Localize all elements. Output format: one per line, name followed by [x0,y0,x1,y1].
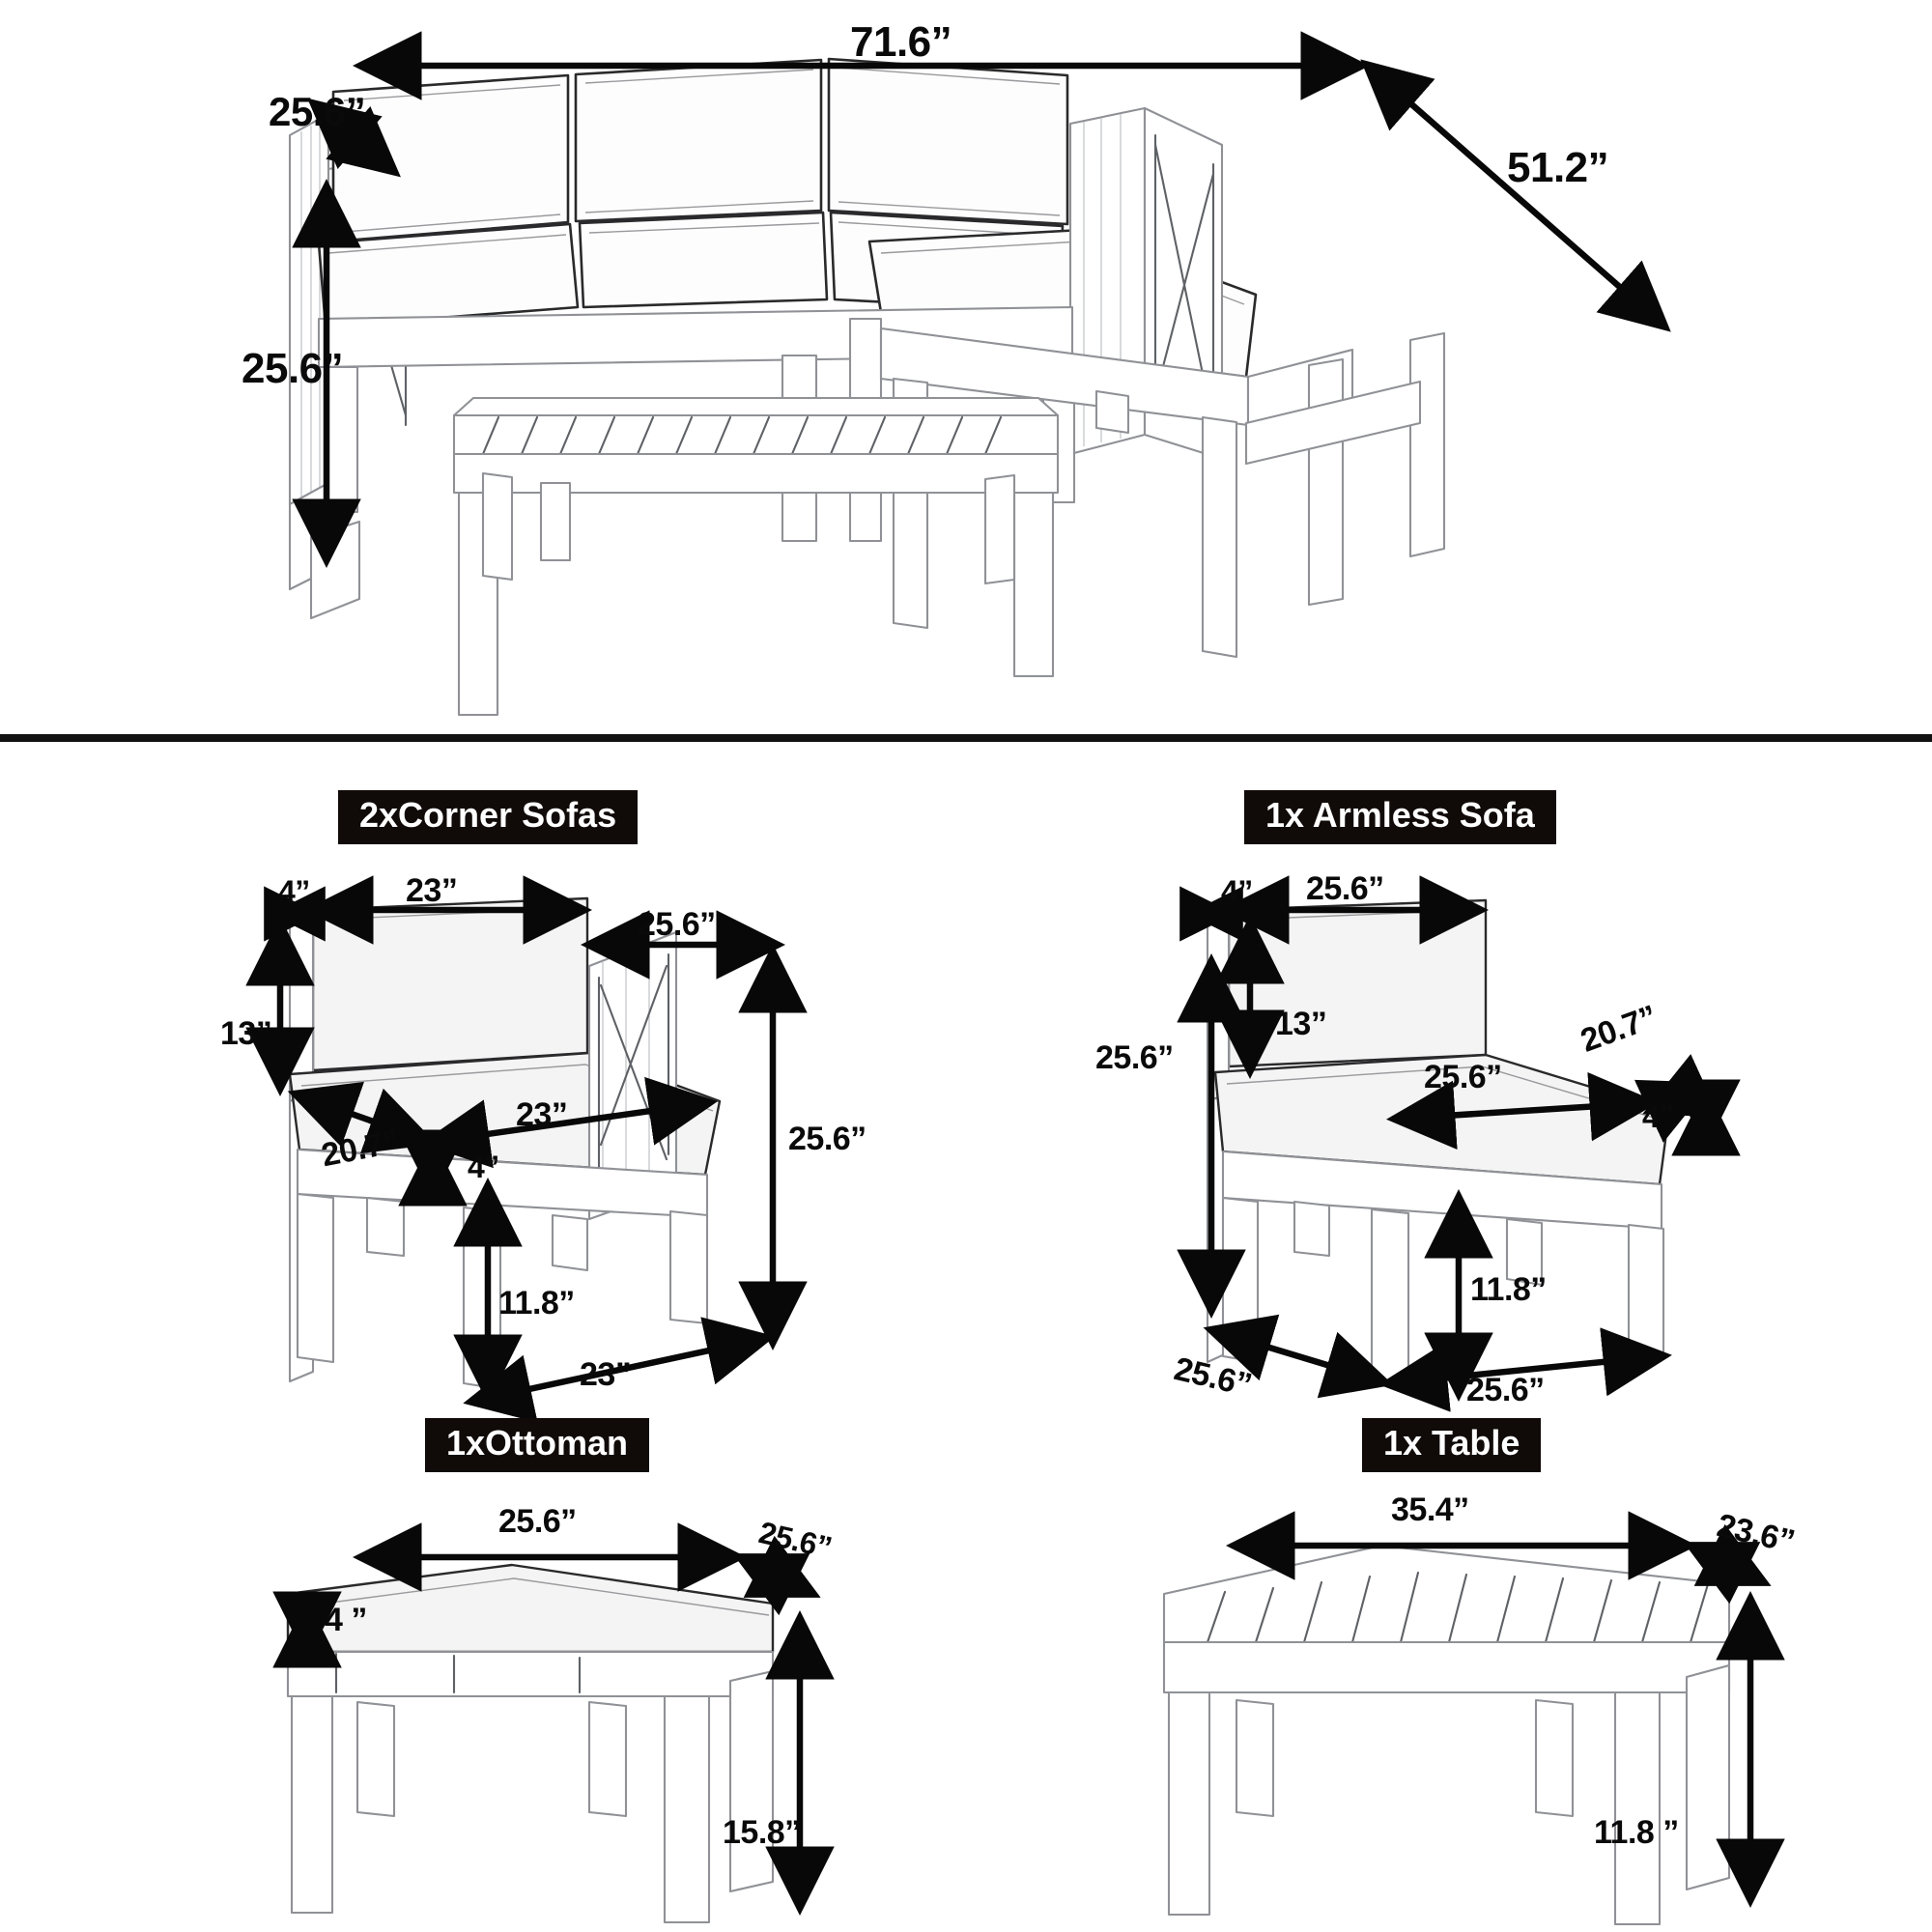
dim-corner-back-thickness: 4” [278,874,310,909]
badge-armless-sofa: 1x Armless Sofa [1244,790,1556,844]
dim-armless-seat-width: 25.6” [1424,1059,1502,1095]
dim-corner-seat-thickness: 4” [468,1150,499,1184]
dim-armless-base-width: 25.6” [1466,1372,1545,1408]
dim-ottoman-cushion-thickness: 4 ” [325,1602,367,1638]
dim-armless-seat-thickness: 4” [1642,1099,1674,1134]
armless-sofa-drawing [1206,898,1671,1385]
dim-overview-width: 71.6” [850,18,952,66]
overview-sectional-drawing [288,57,1446,717]
dim-table-height: 11.8 ” [1594,1814,1679,1851]
badge-corner-sofas: 2xCorner Sofas [338,790,639,844]
dim-ottoman-depth: 25.6” [755,1515,836,1566]
dim-armless-back-height: 13” [1275,1006,1327,1042]
dim-armless-seat-depth: 20.7” [1576,998,1662,1060]
badge-table: 1x Table [1362,1418,1542,1472]
dim-corner-back-width: 23” [406,872,458,909]
dim-armless-base-depth: 25.6” [1170,1350,1256,1405]
dim-armless-back-thickness: 4” [1221,874,1253,909]
dim-corner-seat-depth: 20.7” [318,1122,403,1175]
dim-ottoman-width: 25.6” [498,1503,577,1540]
dim-armless-leg-height: 11.8” [1470,1271,1547,1308]
dim-overview-chaise-depth: 51.2” [1507,144,1609,191]
section-divider [0,734,1932,742]
dim-corner-leg-height: 11.8” [498,1285,575,1321]
table-dimension-lines [1226,1511,1785,1908]
dim-armless-back-width: 25.6” [1306,870,1384,907]
dim-corner-arm-depth: 25.6” [638,906,716,943]
dim-overview-height: 25.6” [242,345,344,392]
ottoman-dimension-lines [272,1522,835,1916]
dim-armless-overall-height: 25.6” [1095,1039,1174,1076]
dim-corner-back-height: 13” [220,1015,272,1052]
armless-sofa-dimension-lines [1177,875,1741,1412]
badge-ottoman: 1xOttoman [425,1418,650,1472]
dim-ottoman-overall-height: 15.8” [723,1814,801,1851]
dim-corner-overall-height: 25.6” [788,1121,867,1157]
table-drawing [1162,1544,1731,1926]
dim-corner-seat-width: 23” [516,1096,568,1133]
dim-overview-depth-top-left: 25.6” [269,89,366,134]
dim-table-width: 35.4” [1391,1492,1469,1528]
dim-table-depth: 23.6” [1713,1507,1799,1561]
dim-corner-base-width: 23” [580,1356,632,1393]
overview-dimension-lines [292,31,1671,568]
